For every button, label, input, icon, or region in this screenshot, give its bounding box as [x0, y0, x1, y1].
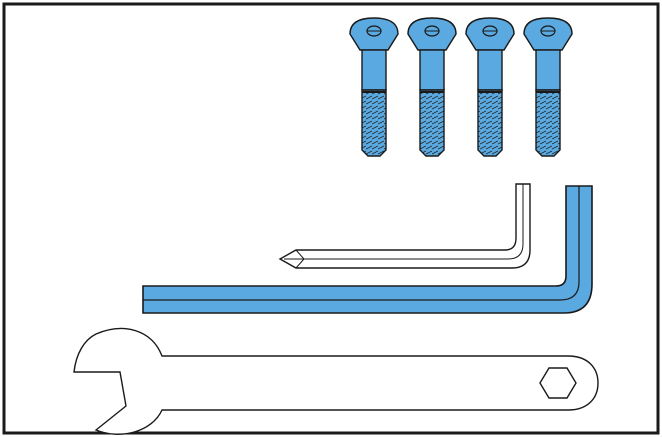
screw-head	[407, 17, 457, 51]
screw-thread	[361, 89, 387, 157]
wrench-hex-hole	[539, 367, 577, 399]
screw-shank	[419, 49, 445, 91]
small-key-tip	[284, 249, 305, 269]
screw	[407, 17, 457, 157]
screw-thread	[477, 89, 503, 157]
small-key-centerline	[290, 184, 524, 260]
screw	[523, 17, 573, 157]
large-hex-key	[142, 185, 593, 314]
screw-thread	[419, 89, 445, 157]
screw-shank	[361, 49, 387, 91]
screw-shank	[535, 49, 561, 91]
small-key-outline	[278, 183, 531, 269]
screw	[465, 17, 515, 157]
screw-group	[349, 17, 573, 157]
screw-head	[465, 17, 515, 51]
small-cross-key	[278, 183, 531, 269]
screw-head	[523, 17, 573, 51]
screw-shank	[477, 49, 503, 91]
screw-thread	[535, 89, 561, 157]
large-hex-key-edge	[143, 186, 580, 301]
screw-head	[349, 17, 399, 51]
screw	[349, 17, 399, 157]
wrench-outline	[73, 327, 599, 435]
open-end-wrench	[73, 327, 599, 435]
